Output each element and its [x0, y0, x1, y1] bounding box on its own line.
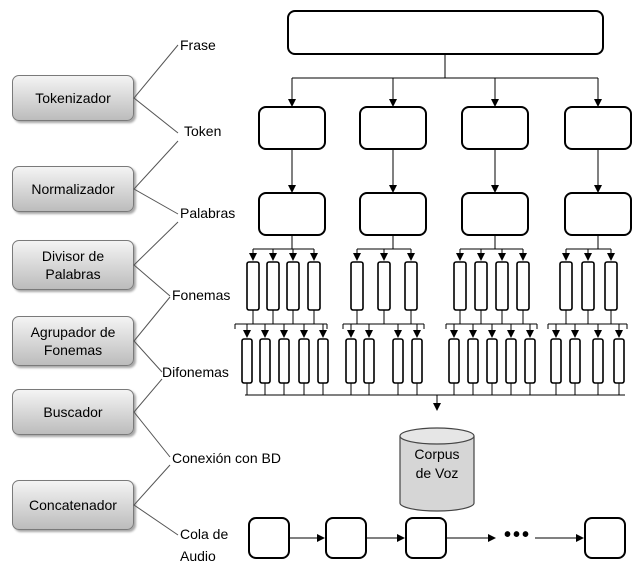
audio-buffer-box	[248, 517, 290, 559]
label-frase: Frase	[180, 37, 216, 53]
label-token: Token	[184, 123, 222, 139]
token-box	[359, 106, 427, 150]
phoneme-box	[495, 261, 509, 311]
diphoneme-box	[411, 338, 423, 384]
diphoneme-box	[259, 338, 271, 384]
module-buscador: Buscador	[12, 389, 134, 435]
zigzag-connector	[133, 378, 171, 458]
diphoneme-box	[524, 338, 536, 384]
module-label: Agrupador de Fonemas	[30, 324, 116, 358]
diphoneme-box	[592, 338, 604, 384]
database-top	[399, 427, 475, 445]
module-label: Buscador	[43, 404, 103, 420]
database-label-line2: de Voz	[415, 465, 459, 481]
phoneme-box	[286, 261, 300, 311]
zigzag-connector	[133, 140, 179, 215]
diphoneme-box	[363, 338, 375, 384]
module-tokenizador: Tokenizador	[12, 75, 134, 121]
phoneme-box	[307, 261, 321, 311]
token-box	[564, 106, 632, 150]
diphoneme-box	[298, 338, 310, 384]
phoneme-box	[516, 261, 530, 311]
diphoneme-box	[613, 338, 625, 384]
diphoneme-box	[550, 338, 562, 384]
word-box	[258, 192, 326, 236]
word-box	[461, 192, 529, 236]
diphoneme-box	[486, 338, 498, 384]
database-cylinder	[399, 427, 475, 512]
audio-buffer-box	[325, 517, 367, 559]
word-box	[564, 192, 632, 236]
label-audio: Audio	[180, 548, 216, 564]
zigzag-connector	[133, 221, 179, 297]
phoneme-box	[474, 261, 488, 311]
label-difonemas: Difonemas	[162, 364, 229, 380]
label-cola-de: Cola de	[180, 526, 229, 542]
database-label-line1: Corpus	[414, 446, 460, 462]
phoneme-box	[246, 261, 260, 311]
token-box	[461, 106, 529, 150]
module-normalizador: Normalizador	[12, 166, 134, 212]
module-agrupador-de-fonemas: Agrupador de Fonemas	[12, 316, 134, 366]
module-label: Normalizador	[31, 181, 115, 197]
ellipsis-icon: •••	[504, 524, 532, 546]
sentence-box	[287, 10, 604, 55]
diphoneme-box	[317, 338, 329, 384]
diphoneme-box	[392, 338, 404, 384]
zigzag-connector	[133, 464, 179, 536]
label-conexion-con-bd: Conexión con BD	[172, 450, 281, 466]
label-fonemas: Fonemas	[172, 287, 231, 303]
audio-buffer-box	[405, 517, 447, 559]
diphoneme-box	[467, 338, 479, 384]
module-label: Divisor de Palabras	[41, 248, 105, 282]
module-divisor-de-palabras: Divisor de Palabras	[12, 240, 134, 290]
diphoneme-box	[569, 338, 581, 384]
phoneme-box	[453, 261, 467, 311]
phoneme-box	[377, 261, 391, 311]
phoneme-box	[266, 261, 280, 311]
phoneme-box	[581, 261, 595, 311]
word-box	[359, 192, 427, 236]
phoneme-box	[404, 261, 418, 311]
zigzag-connector	[133, 44, 179, 134]
phoneme-box	[604, 261, 618, 311]
phoneme-box	[559, 261, 573, 311]
module-label: Tokenizador	[35, 90, 111, 106]
audio-buffer-box	[584, 517, 626, 559]
token-box	[258, 106, 326, 150]
module-label: Concatenador	[29, 497, 117, 513]
zigzag-connector	[133, 296, 171, 373]
diphoneme-box	[241, 338, 253, 384]
diphoneme-box	[505, 338, 517, 384]
diphoneme-box	[278, 338, 290, 384]
module-concatenador: Concatenador	[12, 480, 134, 530]
database-body	[399, 436, 475, 512]
diphoneme-box	[345, 338, 357, 384]
diphoneme-box	[448, 338, 460, 384]
label-palabras: Palabras	[180, 205, 236, 221]
phoneme-box	[350, 261, 364, 311]
